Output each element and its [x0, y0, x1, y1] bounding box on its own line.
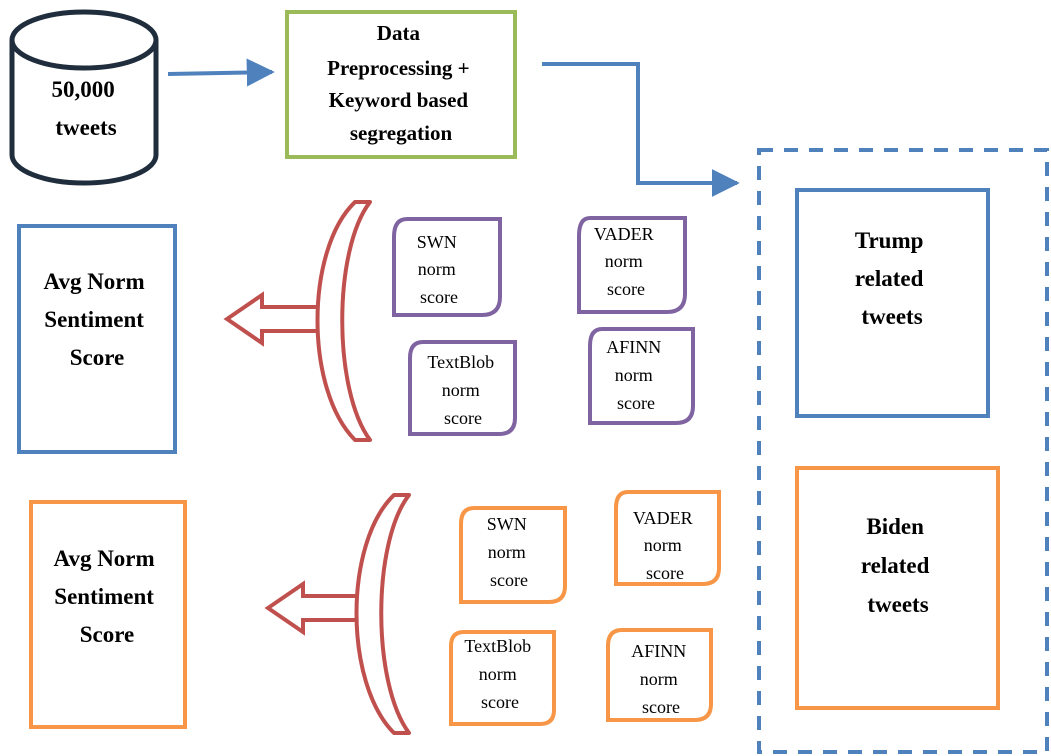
afinn-top-line-2: norm	[615, 365, 653, 385]
afinn-bottom-line-2: norm	[640, 669, 678, 689]
trump-label: Trump related tweets	[855, 228, 929, 329]
score-box-afinn-trump: AFINN norm score	[588, 327, 695, 425]
arrow-db-to-preprocess	[167, 58, 275, 87]
textblob-top-line-1: TextBlob	[427, 352, 494, 372]
biden-label: Biden related tweets	[861, 514, 935, 617]
vader-top-line-3: score	[607, 279, 645, 299]
svg-text:VADER norm score: VADER norm score	[633, 508, 697, 583]
biden-box	[795, 466, 1000, 710]
preprocess-line-1: Data	[377, 21, 421, 45]
svg-text:SWN norm score: SWN norm score	[417, 232, 462, 307]
afinn-bottom-line-1: AFINN	[631, 641, 686, 661]
afinn-top-line-3: score	[617, 393, 655, 413]
biden-line-1: Biden	[866, 514, 924, 539]
avg-bottom-line-3: Score	[80, 622, 135, 647]
source-line-2: tweets	[55, 115, 116, 140]
avg-score-box-biden	[29, 500, 187, 729]
textblob-bottom-line-3: score	[481, 692, 519, 712]
swn-bottom-line-1: SWN	[487, 514, 527, 534]
score-box-vader-biden: VADER norm score	[614, 490, 721, 586]
textblob-top-line-2: norm	[442, 380, 480, 400]
aggregate-arrow-biden	[264, 580, 362, 636]
vader-bottom-line-3: score	[646, 563, 684, 583]
svg-text:SWN norm score: SWN norm score	[487, 514, 532, 590]
score-box-textblob-biden: TextBlob norm score	[449, 630, 556, 726]
svg-text:AFINN norm score: AFINN norm score	[606, 337, 666, 413]
trump-line-1: Trump	[855, 228, 924, 253]
aggregate-bracket-biden	[354, 493, 411, 735]
vader-top-line-1: VADER	[594, 224, 654, 244]
swn-bottom-line-3: score	[490, 570, 528, 590]
source-line-1: 50,000	[52, 77, 115, 102]
swn-top-line-3: score	[420, 287, 458, 307]
biden-line-2: related	[861, 553, 930, 578]
score-box-vader-trump: VADER norm score	[577, 216, 687, 314]
aggregate-arrow-trump	[223, 291, 320, 347]
avg-bottom-line-1: Avg Norm	[54, 546, 155, 571]
avg-top-line-2: Sentiment	[44, 307, 144, 332]
avg-bottom-line-2: Sentiment	[54, 584, 154, 609]
afinn-top-line-1: AFINN	[606, 337, 661, 357]
tweet-groups-container	[757, 148, 1049, 754]
biden-line-3: tweets	[867, 592, 928, 617]
arrow-preprocess-to-groups	[542, 62, 740, 197]
trump-line-2: related	[855, 266, 924, 291]
trump-line-3: tweets	[861, 304, 922, 329]
svg-text:TextBlob norm scor: TextBlob norm score	[464, 636, 535, 712]
svg-text:VADER norm score: VADER norm score	[594, 224, 658, 299]
textblob-bottom-line-2: norm	[479, 664, 517, 684]
preprocessing-label: Data Preprocessing + Keyword based segre…	[327, 21, 475, 145]
score-box-swn-biden: SWN norm score	[459, 506, 567, 604]
avg-score-label-trump: Avg Norm Sentiment Score	[44, 269, 151, 370]
textblob-bottom-line-1: TextBlob	[464, 636, 531, 656]
afinn-bottom-line-3: score	[642, 697, 680, 717]
svg-text:TextBlob norm scor: TextBlob norm score	[427, 352, 498, 428]
avg-top-line-3: Score	[70, 345, 125, 370]
trump-box	[795, 188, 990, 418]
database-cylinder-icon	[9, 9, 159, 186]
score-box-swn-trump: SWN norm score	[392, 217, 502, 317]
avg-score-label-biden: Avg Norm Sentiment Score	[54, 546, 161, 647]
preprocess-line-4: segregation	[350, 121, 453, 145]
swn-top-line-1: SWN	[417, 232, 457, 252]
svg-text:AFINN norm score: AFINN norm score	[631, 641, 691, 717]
swn-top-line-2: norm	[418, 259, 456, 279]
vader-top-line-2: norm	[605, 251, 643, 271]
preprocess-line-2: Preprocessing +	[327, 56, 469, 80]
source-label: 50,000 tweets	[52, 77, 121, 140]
aggregate-bracket-trump	[315, 200, 372, 442]
textblob-top-line-3: score	[444, 408, 482, 428]
score-box-afinn-biden: AFINN norm score	[606, 628, 713, 722]
avg-top-line-1: Avg Norm	[44, 269, 145, 294]
preprocess-line-3: Keyword based	[329, 88, 469, 112]
preprocessing-box	[285, 10, 517, 159]
vader-bottom-line-2: norm	[644, 535, 682, 555]
swn-bottom-line-2: norm	[488, 542, 526, 562]
score-box-textblob-trump: TextBlob norm score	[408, 340, 517, 436]
avg-score-box-trump	[17, 224, 177, 454]
vader-bottom-line-1: VADER	[633, 508, 693, 528]
